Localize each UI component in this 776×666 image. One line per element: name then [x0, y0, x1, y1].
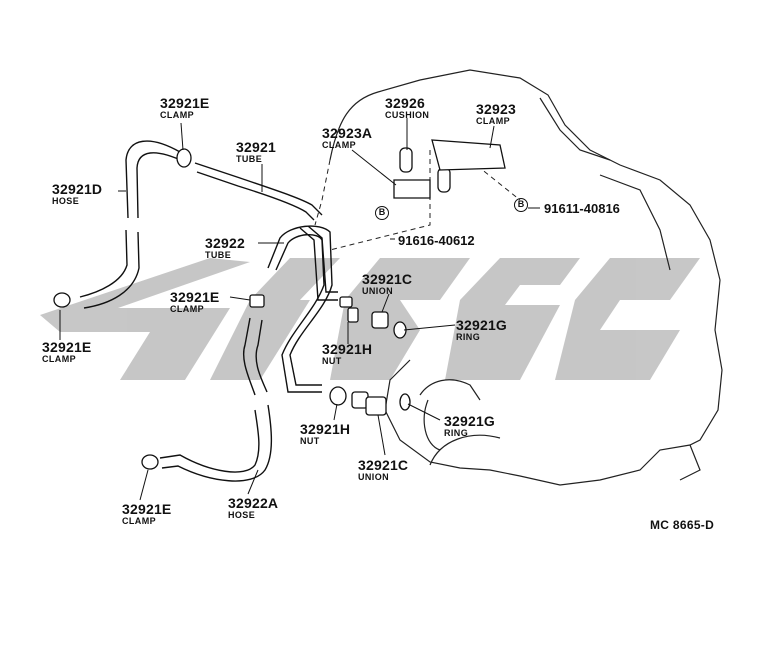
part-name: HOSE	[52, 196, 80, 206]
part-name: CLAMP	[160, 110, 194, 120]
part-number: 32921E	[170, 289, 220, 305]
part-name: NUT	[300, 436, 320, 446]
label-cushion: 32926 CUSHION	[385, 96, 429, 120]
tube-32921	[194, 162, 323, 221]
leader-lines	[59, 118, 540, 501]
part-number: 32921C	[362, 271, 413, 287]
part-number: 32922	[205, 235, 245, 251]
part-number: 32921H	[300, 421, 351, 437]
part-name: CUSHION	[385, 110, 430, 120]
part-number: 32921H	[322, 341, 373, 357]
label-ring-bottom: 32921G RING	[444, 414, 495, 438]
hose-32922a	[159, 317, 273, 482]
part-name: CLAMP	[476, 116, 510, 126]
part-name: TUBE	[236, 154, 263, 164]
part-name: HOSE	[228, 510, 256, 520]
label-clamp-top: 32921E CLAMP	[160, 96, 209, 120]
hose-32921d	[79, 140, 186, 309]
label-ring-top: 32921G RING	[456, 318, 507, 342]
part-number: 32921E	[160, 95, 210, 111]
part-number: 32921G	[456, 317, 508, 333]
label-union-top: 32921C UNION	[362, 272, 412, 296]
part-name: NUT	[322, 356, 342, 366]
part-name: TUBE	[205, 250, 232, 260]
watermark	[40, 258, 700, 380]
part-number: 32923	[476, 101, 516, 117]
part-number: 32921	[236, 139, 276, 155]
part-number: 32921G	[444, 413, 496, 429]
part-number: 32921C	[358, 457, 409, 473]
engine-outline	[329, 69, 723, 486]
label-hose-d: 32921D HOSE	[52, 182, 102, 206]
part-number: 32921E	[42, 339, 92, 355]
diagram-code: MC 8665-D	[650, 518, 715, 532]
label-nut-top: 32921H NUT	[322, 342, 372, 366]
label-clamp-23a: 32923A CLAMP	[322, 126, 372, 150]
label-clamp-left: 32921E CLAMP	[42, 340, 91, 364]
part-number: 32921E	[122, 501, 172, 517]
label-clamp-bottom: 32921E CLAMP	[122, 502, 171, 526]
part-number: 32921D	[52, 181, 103, 197]
part-name: UNION	[358, 472, 389, 482]
label-clamp-mid: 32921E CLAMP	[170, 290, 219, 314]
part-name: UNION	[362, 286, 393, 296]
tube-32922	[267, 225, 338, 393]
part-name: CLAMP	[170, 304, 204, 314]
part-number: 32923A	[322, 125, 373, 141]
label-union-bottom: 32921C UNION	[358, 458, 408, 482]
label-nut-bottom: 32921H NUT	[300, 422, 350, 446]
part-number: 32926	[385, 95, 425, 111]
part-name: CLAMP	[42, 354, 76, 364]
label-clamp-23: 32923 CLAMP	[476, 102, 516, 126]
part-name: RING	[444, 428, 469, 438]
label-hose-22a: 32922A HOSE	[228, 496, 278, 520]
label-tube: 32921 TUBE	[236, 140, 276, 164]
bolt-part-left: 91616-40612	[398, 233, 475, 248]
bolt-marker-left: B	[375, 206, 389, 220]
fittings	[53, 139, 506, 470]
part-name: RING	[456, 332, 481, 342]
part-name: CLAMP	[122, 516, 156, 526]
part-number: 32922A	[228, 495, 279, 511]
bolt-marker-right: B	[514, 198, 528, 212]
label-tube-22: 32922 TUBE	[205, 236, 245, 260]
part-name: CLAMP	[322, 140, 356, 150]
bolt-part-right: 91611-40816	[544, 201, 620, 216]
